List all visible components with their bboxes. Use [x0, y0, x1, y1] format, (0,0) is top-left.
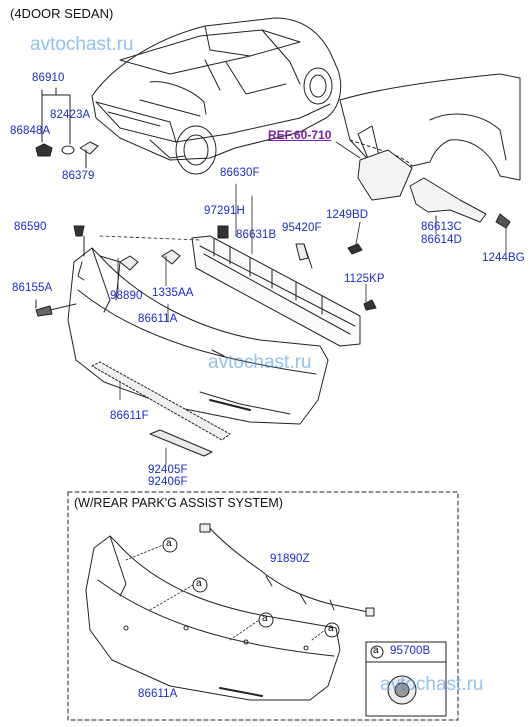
callout-a-2: a: [196, 578, 202, 589]
label-98890: 98890: [110, 290, 143, 302]
label-1244BG: 1244BG: [482, 252, 525, 264]
label-86631B: 86631B: [236, 229, 277, 241]
watermark-middle: avtochast.ru: [208, 352, 312, 373]
label-1125KP: 1125KP: [344, 273, 385, 285]
body-panel-illustration: [339, 73, 521, 229]
watermark-top: avtochast.ru: [30, 34, 134, 55]
label-86910: 86910: [32, 72, 65, 84]
legend-letter: a: [373, 645, 379, 656]
label-1249BD: 1249BD: [326, 209, 369, 221]
label-1335AA: 1335AA: [152, 287, 194, 299]
label-86611F: 86611F: [110, 410, 149, 422]
label-91890Z: 91890Z: [270, 553, 310, 565]
callout-a-3: a: [262, 613, 268, 624]
label-97291H: 97291H: [204, 205, 245, 217]
label-86611A: 86611A: [138, 313, 178, 325]
label-92405F: 92405F: [148, 464, 188, 476]
subdiagram-title: (W/REAR PARK'G ASSIST SYSTEM): [74, 496, 283, 510]
ref-link[interactable]: REF.60-710: [268, 128, 332, 142]
wiring-harness-illustration: [199, 523, 375, 617]
label-92406F: 92406F: [148, 476, 188, 488]
label-86379: 86379: [62, 170, 95, 182]
callout-a-1: a: [166, 538, 172, 549]
label-86590: 86590: [14, 221, 47, 233]
label-82423A: 82423A: [50, 109, 91, 121]
label-86614D: 86614D: [421, 234, 462, 246]
label-sub-86611A: 86611A: [138, 688, 178, 700]
callout-a-4: a: [328, 623, 334, 634]
label-86848A: 86848A: [10, 125, 51, 137]
label-86155A: 86155A: [12, 282, 53, 294]
label-95700B: 95700B: [390, 645, 431, 657]
diagram-title: (4DOOR SEDAN): [10, 6, 114, 21]
rear-beam-illustration: [191, 225, 361, 347]
car-illustration: [91, 17, 342, 175]
watermark-bottom: avtochast.ru: [380, 674, 484, 695]
label-86630F: 86630F: [220, 167, 260, 179]
rear-bumper-illustration: [67, 247, 329, 425]
label-86613C: 86613C: [421, 221, 462, 233]
sub-bumper-illustration: [85, 535, 341, 701]
label-95420F: 95420F: [282, 222, 322, 234]
